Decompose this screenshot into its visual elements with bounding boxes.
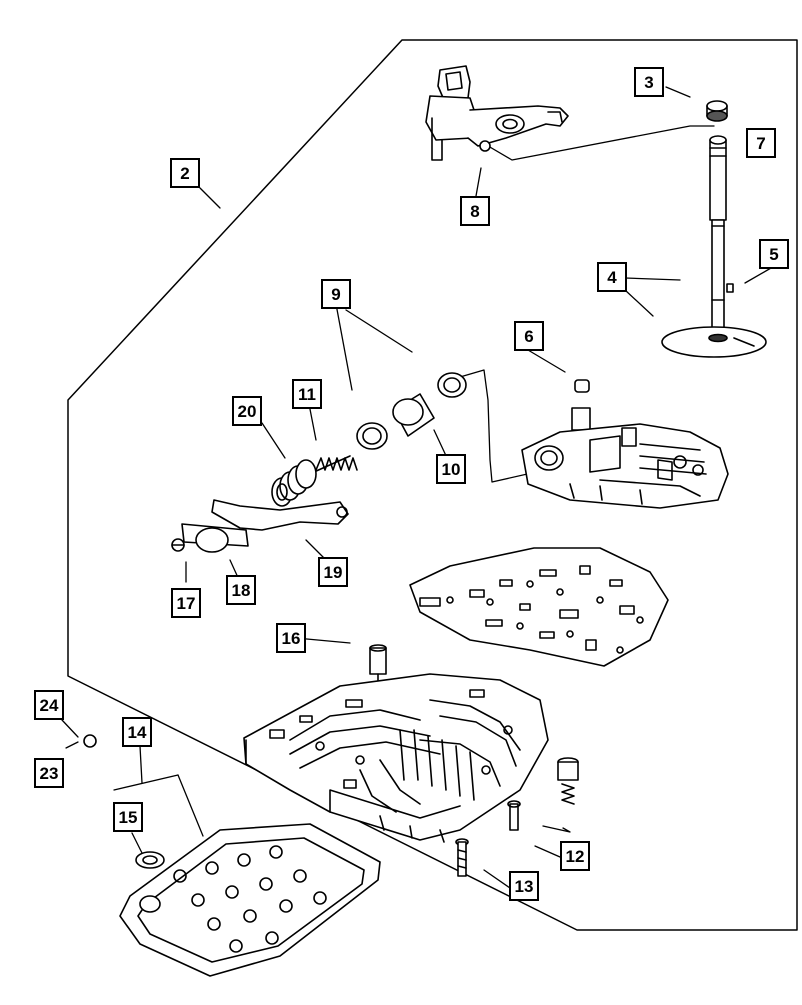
part-12-valve-assembly bbox=[507, 757, 579, 831]
part-6-upper-valve-body bbox=[521, 379, 729, 509]
callout-18: 18 bbox=[226, 575, 256, 605]
part-3-seal bbox=[706, 100, 728, 122]
callout-6: 6 bbox=[514, 321, 544, 351]
part-13-bolt bbox=[455, 838, 469, 877]
callout-4: 4 bbox=[597, 262, 627, 292]
callout-24: 24 bbox=[34, 690, 64, 720]
callout-3: 3 bbox=[634, 67, 664, 97]
main-valve-body bbox=[243, 673, 549, 843]
callout-8: 8 bbox=[460, 196, 490, 226]
separator-plate bbox=[409, 547, 669, 667]
part-15-seal bbox=[135, 851, 165, 913]
callout-12: 12 bbox=[560, 841, 590, 871]
part-10-sleeve bbox=[356, 372, 467, 450]
part-14-filter-pan bbox=[119, 823, 381, 977]
part-23-ball bbox=[83, 734, 97, 748]
part-17-pin bbox=[171, 538, 185, 552]
callout-2: 2 bbox=[170, 158, 200, 188]
callout-19: 19 bbox=[318, 557, 348, 587]
callout-14: 14 bbox=[122, 717, 152, 747]
callout-11: 11 bbox=[292, 379, 322, 409]
part-4-plate bbox=[661, 326, 767, 358]
callout-10: 10 bbox=[436, 454, 466, 484]
part-16-plug bbox=[369, 644, 387, 685]
part-20-spring bbox=[271, 459, 317, 507]
callout-17: 17 bbox=[171, 588, 201, 618]
callout-9: 9 bbox=[321, 279, 351, 309]
callout-13: 13 bbox=[509, 871, 539, 901]
part-8-detent-lever bbox=[425, 65, 569, 161]
callout-16: 16 bbox=[276, 623, 306, 653]
leader-lines bbox=[61, 86, 772, 889]
callout-23: 23 bbox=[34, 758, 64, 788]
callout-7: 7 bbox=[746, 128, 776, 158]
callout-20: 20 bbox=[232, 396, 262, 426]
callout-5: 5 bbox=[759, 239, 789, 269]
part-18-bracket bbox=[181, 523, 249, 553]
part-5-pin bbox=[726, 283, 734, 293]
assembly-boundary bbox=[67, 39, 798, 931]
part-19-lever bbox=[211, 499, 349, 531]
part-7-shaft bbox=[709, 135, 727, 339]
part-11-spring bbox=[313, 455, 358, 473]
callout-15: 15 bbox=[113, 802, 143, 832]
